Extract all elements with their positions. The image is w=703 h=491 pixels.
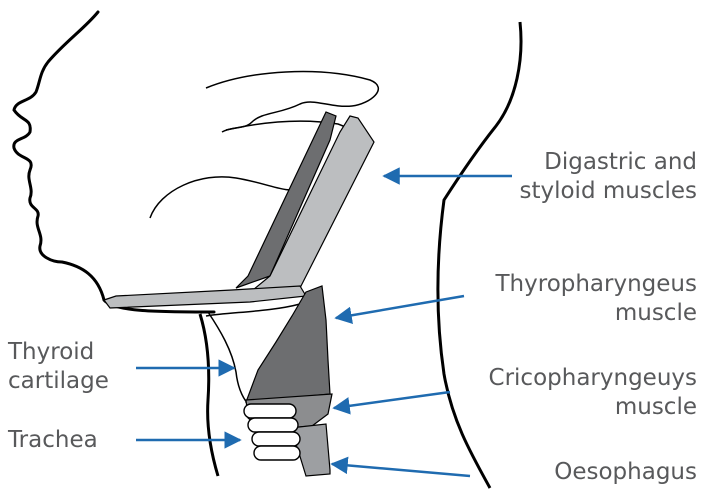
trachea-ring xyxy=(252,432,300,446)
label-thyroid-line1: Thyroid xyxy=(8,338,109,367)
trachea-ring xyxy=(248,418,298,432)
label-thyropharyngeus-line2: muscle xyxy=(496,299,698,328)
label-cricopharyngeus: Cricopharyngeuys muscle xyxy=(489,364,697,422)
label-digastric-line1: Digastric and xyxy=(519,148,697,177)
cricopharyngeus-arrow xyxy=(334,392,450,408)
trachea-ring xyxy=(244,404,296,418)
label-trachea: Trachea xyxy=(8,426,98,455)
oesophagus-arrow xyxy=(332,464,470,476)
label-cricopharyngeus-line1: Cricopharyngeuys xyxy=(489,364,697,393)
label-trachea-line1: Trachea xyxy=(8,426,98,455)
trachea-ring xyxy=(254,446,300,460)
label-thyroid: Thyroid cartilage xyxy=(8,338,109,396)
label-thyroid-line2: cartilage xyxy=(8,367,109,396)
hyoid-outline xyxy=(206,304,300,316)
label-oesophagus: Oesophagus xyxy=(554,458,697,487)
label-thyropharyngeus: Thyropharyngeus muscle xyxy=(496,270,698,328)
digastric-tendon xyxy=(104,286,306,308)
thyropharyngeus-arrow xyxy=(336,296,464,318)
face-profile-outline xyxy=(14,12,214,312)
label-cricopharyngeus-line2: muscle xyxy=(489,393,697,422)
trachea-rings xyxy=(244,404,300,460)
label-digastric-line2: styloid muscles xyxy=(519,177,697,206)
label-oesophagus-line1: Oesophagus xyxy=(554,458,697,487)
thyroid-cartilage-shape xyxy=(208,312,254,410)
jaw-line xyxy=(150,177,300,218)
neck-front-outline xyxy=(200,314,218,476)
label-thyropharyngeus-line1: Thyropharyngeus xyxy=(496,270,698,299)
thyropharyngeus-muscle xyxy=(246,286,330,402)
label-digastric: Digastric and styloid muscles xyxy=(519,148,697,206)
